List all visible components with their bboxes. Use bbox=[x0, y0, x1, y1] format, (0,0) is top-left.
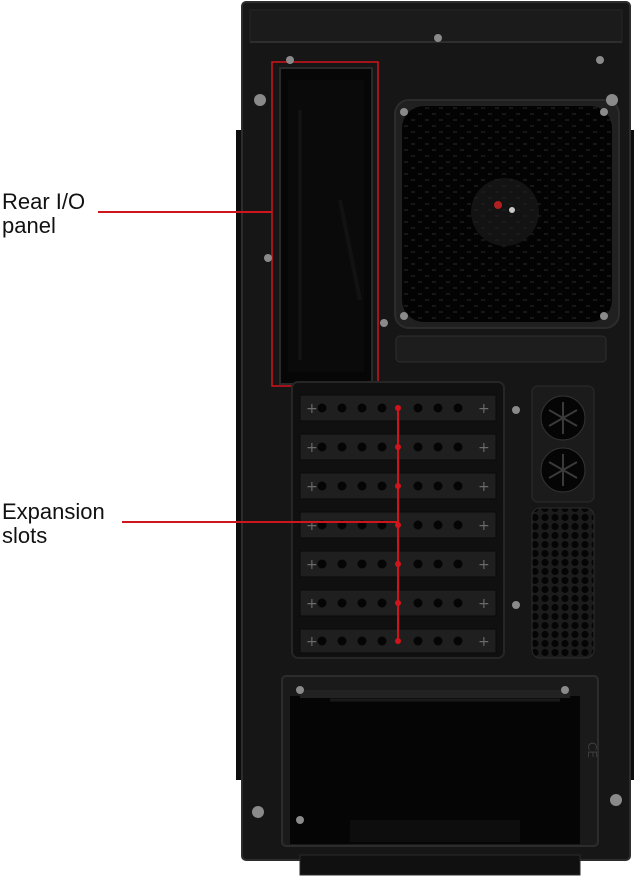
rear-io-label-line1: Rear I/O bbox=[2, 189, 86, 214]
svg-text:+: + bbox=[306, 479, 318, 495]
case-foot bbox=[299, 854, 581, 876]
svg-text:+: + bbox=[478, 634, 490, 650]
svg-text:+: + bbox=[478, 557, 490, 573]
side-vent bbox=[531, 507, 595, 659]
expansion-label-line2: slots bbox=[2, 523, 48, 548]
svg-text:+: + bbox=[306, 518, 318, 534]
svg-text:+: + bbox=[478, 596, 490, 612]
svg-text:CE: CE bbox=[585, 742, 599, 758]
screws bbox=[252, 34, 622, 824]
expansion-label: Expansion slots bbox=[2, 500, 105, 548]
fan-hub bbox=[471, 178, 539, 246]
svg-text:+: + bbox=[478, 518, 490, 534]
grommet-icon bbox=[540, 447, 586, 493]
rear-io-label-line2: panel bbox=[2, 213, 56, 238]
psu-opening bbox=[290, 696, 580, 844]
svg-text:+: + bbox=[306, 634, 318, 650]
svg-text:+: + bbox=[306, 557, 318, 573]
expansion-slot: + + bbox=[299, 394, 497, 422]
rear-io-label: Rear I/O panel bbox=[2, 190, 85, 238]
svg-text:+: + bbox=[478, 440, 490, 456]
svg-text:+: + bbox=[306, 401, 318, 417]
svg-text:+: + bbox=[306, 596, 318, 612]
grommet-icon bbox=[540, 395, 586, 441]
svg-text:+: + bbox=[478, 479, 490, 495]
svg-text:+: + bbox=[478, 401, 490, 417]
expansion-marker-dots bbox=[395, 405, 401, 644]
svg-text:+: + bbox=[306, 440, 318, 456]
expansion-label-line1: Expansion bbox=[2, 499, 105, 524]
